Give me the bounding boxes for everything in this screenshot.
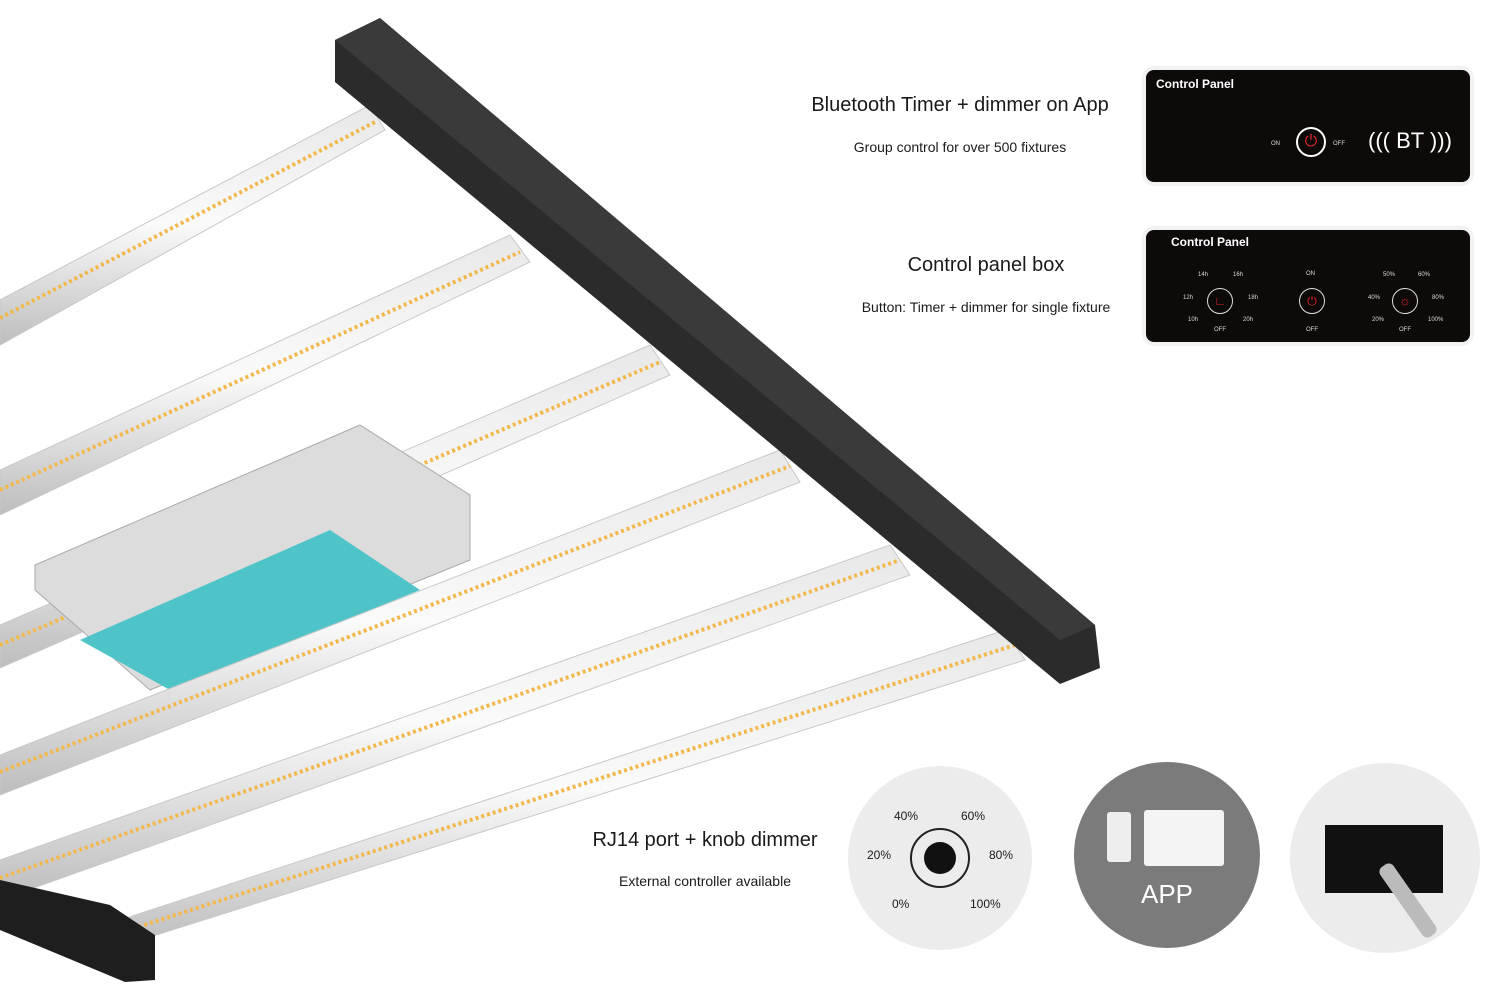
panel-title: Control Panel xyxy=(1171,235,1250,249)
dimmer-label: OFF xyxy=(1399,327,1411,333)
knob-icon xyxy=(910,828,970,888)
phone-icon xyxy=(1107,812,1131,862)
feature-subtitle-bluetooth: Group control for over 500 fixtures xyxy=(853,139,1067,155)
power-icon: ⏻ xyxy=(1299,288,1325,314)
dimmer-label: 60% xyxy=(1418,272,1431,278)
timer-label: OFF xyxy=(1214,327,1226,333)
on-label: ON xyxy=(1271,141,1280,147)
bluetooth-control-panel: Control Panel ON ⏻ OFF ((( BT ))) xyxy=(1146,70,1470,182)
timer-label: 12h xyxy=(1183,295,1194,301)
panel-title: Control Panel xyxy=(1156,77,1235,91)
bluetooth-icon: ((( BT ))) xyxy=(1368,128,1452,153)
feature-title-bluetooth: Bluetooth Timer + dimmer on App xyxy=(811,94,1109,116)
led-bars-front xyxy=(0,449,1026,949)
tablet-icon xyxy=(1144,810,1224,866)
power-on-label: ON xyxy=(1306,271,1315,277)
knob-label: 60% xyxy=(961,809,986,823)
dimmer-label: 80% xyxy=(1432,295,1445,301)
timer-label: 10h xyxy=(1188,317,1199,323)
rj14-port-badge xyxy=(1290,763,1480,953)
led-bar xyxy=(0,104,386,346)
knob-label: 80% xyxy=(989,848,1014,862)
knob-label: 0% xyxy=(892,897,910,911)
timer-label: 18h xyxy=(1248,295,1259,301)
feature-subtitle-rj14: External controller available xyxy=(619,873,791,889)
dimmer-label: 50% xyxy=(1383,272,1396,278)
dimmer-label: 20% xyxy=(1372,317,1385,323)
timer-label: 20h xyxy=(1243,317,1254,323)
app-badge: APP xyxy=(1074,762,1260,948)
driver-box xyxy=(34,424,471,691)
app-label: APP xyxy=(1140,879,1194,909)
power-off-label: OFF xyxy=(1306,327,1318,333)
knob-label: 20% xyxy=(867,848,892,862)
power-icon: ⏻ xyxy=(1296,127,1326,157)
bt-label: BT xyxy=(1396,128,1424,153)
timer-clock-icon: ∟ xyxy=(1207,288,1233,314)
off-label: OFF xyxy=(1333,141,1345,147)
control-panel-box: Control Panel ∟ 14h 16h 12h 18h 10h 20h … xyxy=(1146,230,1470,342)
led-bar xyxy=(0,449,801,796)
brightness-icon: ☼ xyxy=(1392,288,1418,314)
knob-label: 100% xyxy=(970,897,1001,911)
rj14-port-photo xyxy=(1325,825,1443,893)
feature-subtitle-control-box: Button: Timer + dimmer for single fixtur… xyxy=(861,299,1111,315)
timer-label: 14h xyxy=(1198,272,1209,278)
feature-title-rj14: RJ14 port + knob dimmer xyxy=(592,829,818,851)
timer-label: 16h xyxy=(1233,272,1244,278)
knob-label: 40% xyxy=(894,809,919,823)
knob-dimmer-badge: 40% 60% 20% 80% 0% 100% xyxy=(848,766,1032,950)
dimmer-label: 40% xyxy=(1368,295,1381,301)
led-bar xyxy=(0,234,531,516)
frame-rail xyxy=(0,18,1100,982)
led-bar xyxy=(0,544,911,901)
feature-title-control-box: Control panel box xyxy=(907,254,1065,276)
dimmer-label: 100% xyxy=(1428,317,1444,323)
